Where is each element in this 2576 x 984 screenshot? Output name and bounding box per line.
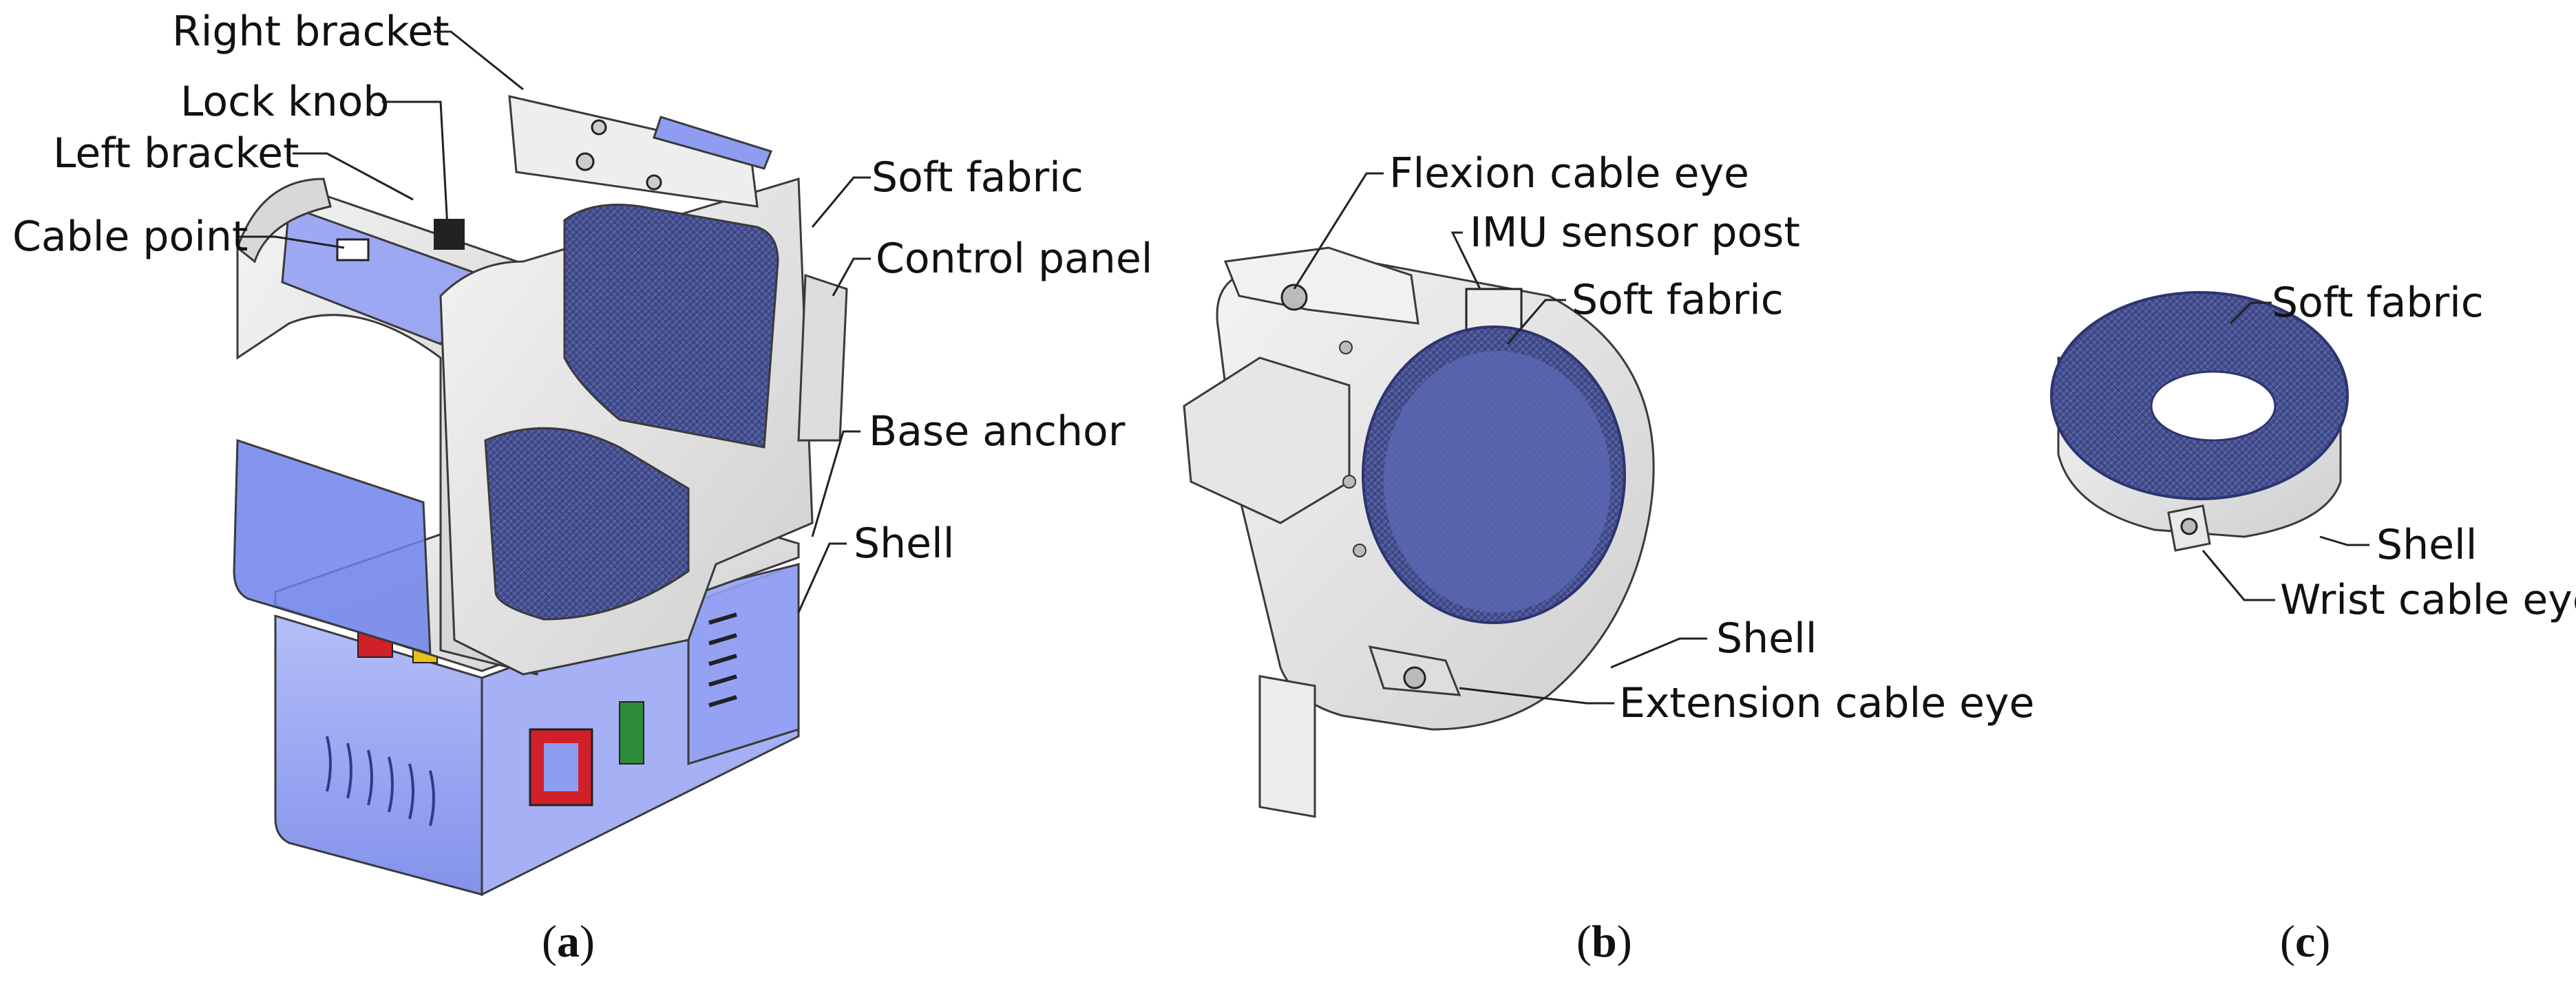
bracket-screw-1 (576, 152, 595, 171)
base-ribs (326, 736, 435, 826)
panel-a-labels: Right bracket Lock knob Left bracket Cab… (12, 8, 1152, 568)
leader-extension-eye (1459, 687, 1614, 705)
extension-eye-hole (1403, 666, 1426, 689)
cable-point-block (336, 238, 370, 261)
bottom-cushion (484, 427, 690, 621)
flexion-eye-block (1223, 246, 1419, 325)
panel-a-leaders (236, 30, 871, 613)
label-soft-fabric-c: Soft fabric (2272, 279, 2484, 327)
label-imu-sensor-post: IMU sensor post (1470, 208, 1800, 257)
shell-hole-1 (1339, 341, 1353, 354)
left-bracket-curve (236, 178, 332, 264)
label-flexion-cable-eye: Flexion cable eye (1389, 149, 1749, 197)
flexion-eye-hole (1280, 284, 1308, 311)
right-bracket-blue-pad (653, 116, 772, 170)
label-right-bracket: Right bracket (172, 8, 450, 56)
leader-imu-post (1450, 231, 1481, 290)
caption-c: (c) (2280, 917, 2330, 967)
label-shell-a: Shell (854, 520, 954, 568)
side-box-ladder (708, 612, 737, 707)
label-soft-fabric-a: Soft fabric (872, 153, 1084, 202)
caption-b: (b) (1576, 917, 1632, 967)
label-shell-b: Shell (1716, 614, 1817, 663)
label-extension-cable-eye: Extension cable eye (1619, 679, 2034, 727)
imu-post (1465, 288, 1523, 332)
label-lock-knob: Lock knob (180, 78, 389, 126)
leader-soft-fabric-b (1506, 299, 1566, 345)
leader-shell-a (797, 542, 847, 613)
panel-c-labels: Soft fabric Shell Wrist cable eye (2272, 279, 2576, 624)
panel-b-leaders (1293, 172, 1707, 705)
control-panel (797, 273, 848, 442)
leader-cable-point (236, 235, 345, 249)
wrist-cable-eye-hole (2180, 517, 2198, 535)
label-control-panel: Control panel (876, 235, 1152, 283)
shell-hole-3 (1353, 544, 1366, 557)
cuff-fabric-inner (1384, 351, 1611, 612)
internal-green-part (619, 701, 644, 764)
label-cable-point: Cable point (12, 213, 248, 261)
label-wrist-cable-eye: Wrist cable eye (2280, 576, 2576, 624)
wrist-hole (2150, 370, 2277, 442)
panel-c-leaders (2202, 301, 2369, 601)
leader-lock-knob (382, 100, 449, 228)
leader-soft-fabric (811, 176, 871, 228)
panel-b-labels: Flexion cable eye IMU sensor post Soft f… (1389, 149, 2034, 727)
label-left-bracket: Left bracket (53, 129, 299, 178)
back-cushion (563, 204, 779, 449)
leader-flexion-eye (1293, 172, 1384, 290)
leader-left-bracket (293, 152, 414, 201)
panel-b-illustration (1183, 246, 1655, 818)
left-blue-window (233, 438, 432, 656)
label-base-anchor: Base anchor (869, 407, 1126, 456)
caption-a: (a) (542, 917, 595, 967)
label-soft-fabric-b: Soft fabric (1572, 276, 1784, 324)
panel-a-illustration (233, 95, 848, 897)
leader-right-bracket (434, 30, 524, 91)
left-top-blue-pad (281, 204, 484, 345)
hinge-slot (1258, 674, 1316, 818)
bracket-screw-2 (591, 119, 607, 136)
lock-knob-block (434, 219, 465, 250)
side-box (687, 563, 800, 766)
panel-c-illustration (2050, 291, 2349, 552)
leader-base-anchor (811, 430, 861, 537)
leader-shell-c (2319, 535, 2369, 546)
label-shell-c: Shell (2376, 521, 2477, 569)
internal-red-part-inner (544, 743, 578, 791)
leader-soft-fabric-c (2229, 301, 2272, 325)
bracket-screw-3 (646, 174, 662, 191)
leader-shell-b (1610, 637, 1707, 669)
leader-wrist-cable-eye (2202, 550, 2275, 601)
leader-control-panel (832, 257, 871, 297)
shell-hole-2 (1342, 475, 1356, 489)
